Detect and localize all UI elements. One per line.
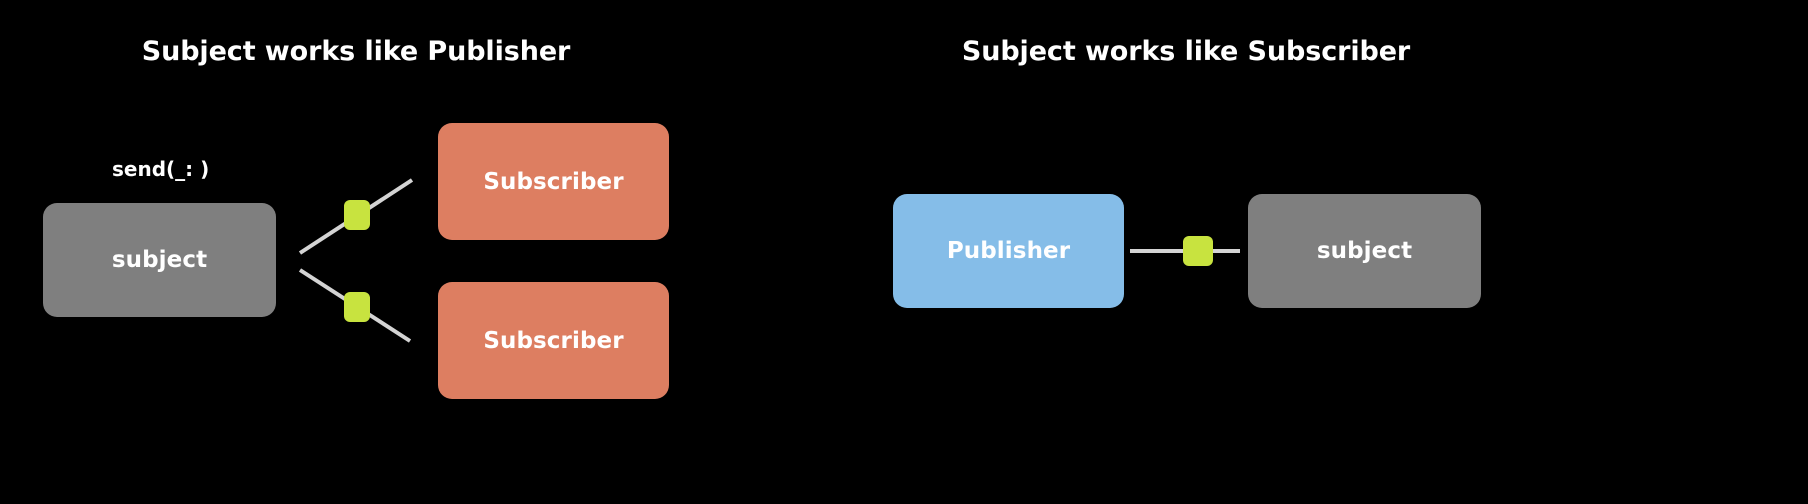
panel-title-subscriber: Subject works like Subscriber bbox=[961, 36, 1411, 67]
node-subject-right[interactable]: subject bbox=[1248, 194, 1481, 308]
node-subscriber-top-label: Subscriber bbox=[483, 168, 624, 195]
node-publisher-label: Publisher bbox=[946, 238, 1071, 264]
panel-title-publisher: Subject works like Publisher bbox=[141, 36, 571, 67]
node-subscriber-bottom-label: Subscriber bbox=[483, 327, 624, 354]
node-publisher[interactable]: Publisher bbox=[893, 194, 1124, 308]
node-subscriber-bottom[interactable]: Subscriber bbox=[438, 282, 669, 399]
connector-node-top[interactable] bbox=[344, 200, 370, 230]
node-subject-label: subject bbox=[111, 247, 208, 273]
node-subscriber-top[interactable]: Subscriber bbox=[438, 123, 669, 240]
connector-node-middle[interactable] bbox=[1183, 236, 1213, 266]
send-method-label: send(_: ) bbox=[112, 157, 210, 181]
node-subject-right-label: subject bbox=[1316, 238, 1413, 264]
connector-node-bottom[interactable] bbox=[344, 292, 370, 322]
node-subject[interactable]: subject bbox=[43, 203, 276, 317]
